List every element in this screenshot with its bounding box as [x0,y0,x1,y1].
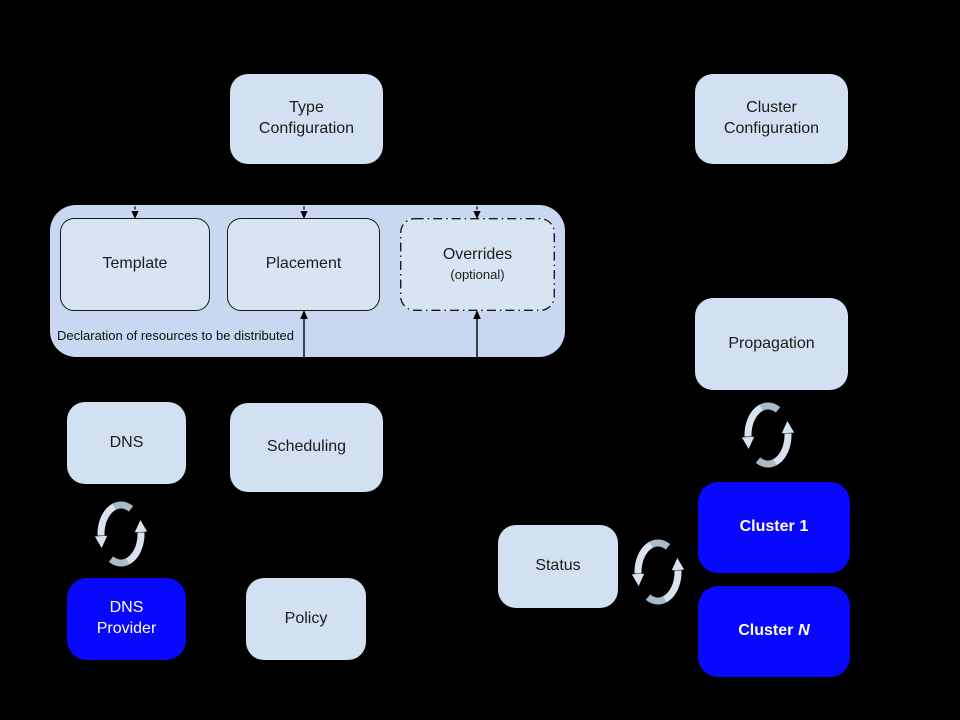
propagation-label: Propagation [728,334,815,352]
declaration-group-caption: Declaration of resources to be distribut… [57,328,295,343]
template-box: Template [60,218,210,311]
cluster-configuration-label-line1: Cluster [746,99,797,117]
policy-label: Policy [284,609,328,627]
scheduling-box: Scheduling [230,403,383,492]
type-configuration-label-line2: Configuration [258,120,355,137]
overrides-box: Overrides (optional) [400,218,555,311]
type-configuration-label-line1: Type [289,99,324,117]
type-configuration-box: Type Configuration [230,74,383,164]
sync-arrows-icon [741,402,795,468]
propagation-box: Propagation [695,298,848,390]
overrides-label: Overrides [442,246,513,264]
dns-provider-label-line1: DNS [109,599,144,617]
placement-label: Placement [265,255,342,273]
template-label: Template [102,255,168,273]
placement-box: Placement [227,218,380,311]
declaration-group: Template Placement Overrides (optional) … [50,205,565,357]
dns-box: DNS [67,402,186,484]
sync-arrows-icon [631,539,685,605]
policy-box: Policy [246,578,366,660]
cluster-configuration-box: Cluster Configuration [695,74,848,164]
status-box: Status [498,525,618,608]
status-label: Status [535,557,581,575]
dns-provider-label-line2: Provider [96,620,157,637]
overrides-sublabel: (optional) [450,266,505,282]
dns-provider-box: DNS Provider [67,578,186,660]
sync-arrows-icon [94,501,148,567]
dns-label: DNS [109,433,144,451]
cluster-configuration-label-line2: Configuration [723,120,820,137]
scheduling-label: Scheduling [266,438,347,456]
